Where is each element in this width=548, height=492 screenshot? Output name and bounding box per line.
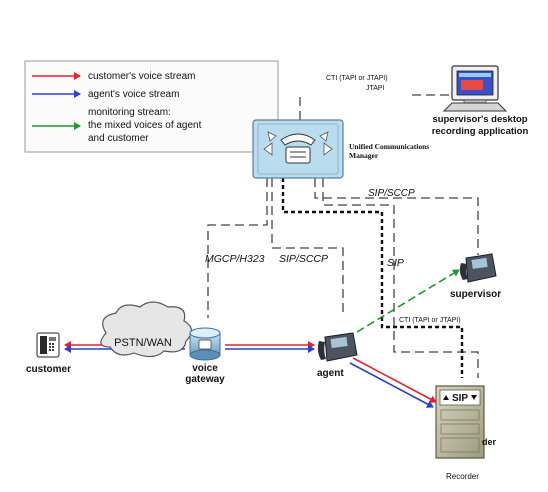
legend-monitoring-label-2: the mixed voices of agent	[88, 120, 202, 131]
supervisor-app-label-1: supervisor's desktop	[432, 114, 527, 125]
recorder-label: Recorder	[446, 472, 479, 481]
router-icon	[189, 327, 221, 361]
signaling-links	[207, 94, 479, 378]
legend-monitoring-label-1: monitoring stream:	[88, 107, 171, 118]
cti-top-label: CTI (TAPI or JTAPI)	[326, 75, 388, 82]
pstn-wan-cloud: PSTN/WAN	[100, 301, 193, 358]
agent-stream-recorder	[349, 362, 434, 408]
agent-phone: agent	[317, 332, 358, 379]
ip-phone-icon	[459, 253, 497, 283]
recorder-tail-label: der	[482, 437, 497, 447]
cti-top-tail: JTAPI	[366, 85, 385, 92]
cloud-icon	[100, 301, 193, 358]
down-arrow-icon	[471, 395, 477, 400]
voice-gateway: voice gateway	[185, 327, 225, 385]
gateway-label-2: gateway	[185, 374, 225, 385]
ucm-label-2: Manager	[349, 151, 379, 160]
sip-sccp-mid-label: SIP/SCCP	[279, 253, 328, 265]
ucm-label-1: Unified Communications	[349, 142, 429, 151]
recorder-sip-badge: SIP	[452, 393, 468, 404]
cti-mid-label: CTI (TAPI or JTAPI)	[399, 317, 461, 324]
gateway-label-1: voice	[192, 363, 218, 374]
supervisor-desktop-pc: CTI (TAPI or JTAPI) JTAPI supervisor's d…	[326, 65, 529, 137]
customer-stream-recorder	[352, 357, 437, 403]
supervisor-label: supervisor	[450, 289, 501, 300]
unified-communications-manager: Unified Communications Manager	[252, 119, 429, 179]
customer-label: customer	[26, 364, 71, 375]
ip-phone-icon	[317, 332, 358, 362]
legend-monitoring-label-3: and customer	[88, 133, 149, 144]
legend-agent-label: agent's voice stream	[88, 89, 179, 100]
recorder-server: SIP der Recorder	[435, 385, 497, 481]
sip-label: SIP	[387, 257, 404, 269]
sip-sccp-top-label: SIP/SCCP	[368, 188, 415, 199]
desk-phone-icon	[36, 332, 60, 358]
customer-phone: customer	[26, 332, 71, 375]
monitoring-stream	[356, 269, 460, 333]
supervisor-phone: supervisor	[450, 253, 501, 300]
supervisor-app-label-2: recording application	[432, 126, 529, 137]
agent-label: agent	[317, 368, 344, 379]
sip-sccp-supervisor-link	[314, 178, 479, 255]
mgcp-h323-label: MGCP/H323	[205, 253, 265, 265]
legend-customer-label: customer's voice stream	[88, 71, 196, 82]
up-arrow-icon	[443, 395, 449, 400]
pstn-label: PSTN/WAN	[114, 337, 172, 349]
legend: customer's voice stream agent's voice st…	[24, 60, 279, 153]
mgcp-link	[207, 178, 268, 318]
sip-recorder-link	[281, 178, 464, 378]
sip-sccp-agent-link	[271, 178, 344, 312]
cti-mid-link	[322, 178, 479, 378]
ucm-logo-icon	[263, 131, 333, 164]
keyboard-icon	[442, 102, 508, 112]
